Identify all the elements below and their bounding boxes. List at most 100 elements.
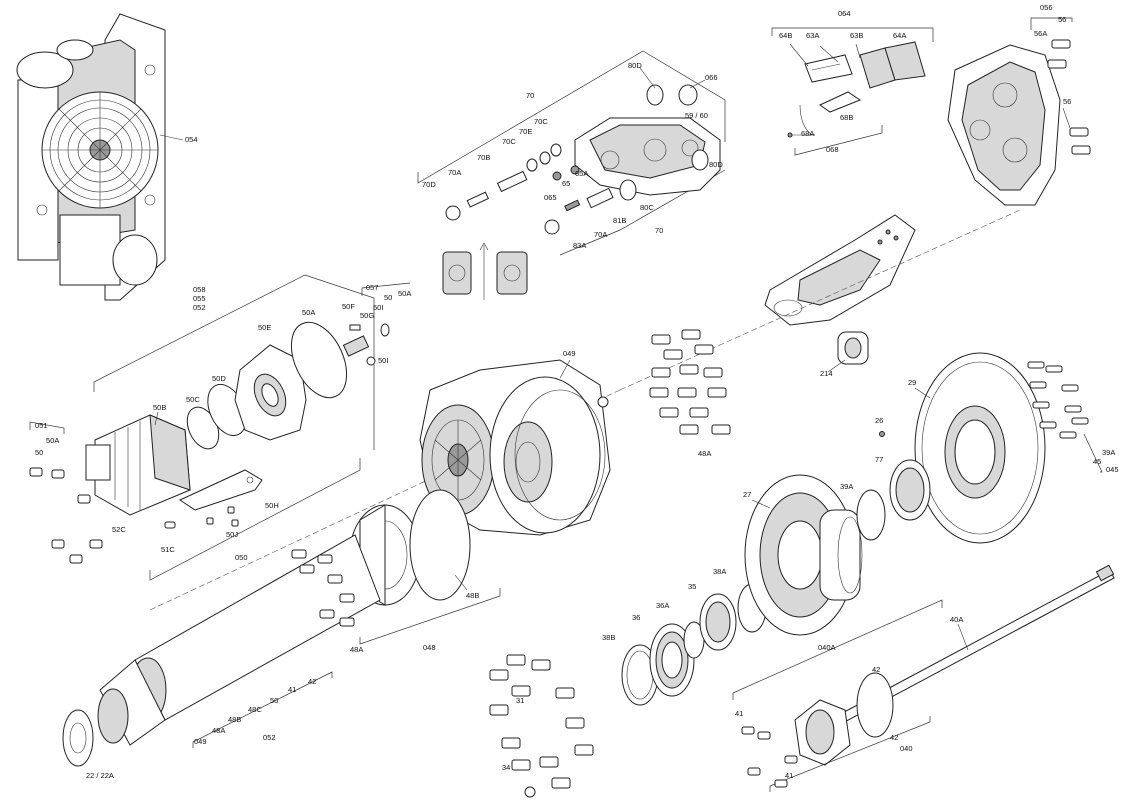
label-56: 56 [1058, 15, 1066, 24]
label-77: 77 [875, 455, 883, 464]
label-040a: 040A [818, 643, 836, 652]
label-35: 35 [688, 582, 696, 591]
label-50-c: 50 [270, 696, 278, 705]
label-63a: 63A [806, 31, 819, 40]
label-65a: 65A [575, 169, 588, 178]
label-054: 054 [185, 135, 198, 144]
label-50: 50 [384, 293, 392, 302]
label-214: 214 [820, 369, 833, 378]
label-39a-2: 39A [1102, 448, 1115, 457]
label-50a-3: 50A [46, 436, 59, 445]
label-29: 29 [908, 378, 916, 387]
brake-pad-set: 064 64B 63A 63B 64A 68A 68B 068 [771, 9, 934, 156]
label-050: 050 [235, 553, 248, 562]
label-50g: 50G [360, 311, 374, 320]
torque-arm-214: 214 [764, 214, 916, 378]
label-68b: 68B [840, 113, 853, 122]
label-31: 31 [516, 696, 524, 705]
label-50f: 50F [342, 302, 355, 311]
label-70e: 70E [519, 127, 532, 136]
label-80c: 80C [640, 203, 654, 212]
label-42: 42 [872, 665, 880, 674]
label-50i-2: 50I [378, 356, 388, 365]
label-26: 26 [875, 416, 883, 425]
label-41-b: 41 [785, 771, 793, 780]
label-058: 058 [193, 285, 206, 294]
label-048: 048 [423, 643, 436, 652]
label-80d: 80D [628, 61, 642, 70]
planetary-gearbox-049: 049 [149, 209, 1021, 611]
bearing-set: 38B 36 36A 35 38A [602, 567, 767, 706]
label-50-2: 50 [35, 448, 43, 457]
label-50a: 50A [398, 289, 411, 298]
label-56a: 56A [1034, 29, 1047, 38]
label-34: 34 [502, 763, 510, 772]
label-48a: 48A [698, 449, 711, 458]
label-049-b: 049 [194, 737, 207, 746]
label-36: 36 [632, 613, 640, 622]
label-27: 27 [743, 490, 751, 499]
label-83a: 83A [573, 241, 586, 250]
label-055: 055 [193, 294, 206, 303]
label-41-c: 41 [288, 685, 296, 694]
label-50c: 50C [186, 395, 200, 404]
label-040: 040 [900, 744, 913, 753]
label-057: 057 [366, 283, 379, 292]
label-51c: 51C [161, 545, 175, 554]
label-40a: 40A [950, 615, 963, 624]
label-052-b: 052 [263, 733, 276, 742]
label-48a-3: 48A [212, 726, 225, 735]
label-70b: 70B [477, 153, 490, 162]
label-066: 066 [705, 73, 718, 82]
label-50a-2: 50A [302, 308, 315, 317]
label-50b: 50B [153, 403, 166, 412]
label-70c-2: 70C [534, 117, 548, 126]
label-50e: 50E [258, 323, 271, 332]
label-81b: 81B [613, 216, 626, 225]
label-70c-1: 70C [502, 137, 516, 146]
radiator-fan-assembly: 054 [16, 13, 198, 301]
label-63b: 63B [850, 31, 863, 40]
label-80d-2: 80D [709, 160, 723, 169]
wheel-hub-27: 27 [743, 474, 863, 636]
disc-bolt-set-045: 39A 45 045 [1027, 361, 1119, 474]
label-48c: 48C [248, 705, 262, 714]
label-50d: 50D [212, 374, 226, 383]
label-051: 051 [35, 421, 48, 430]
label-36a: 36A [656, 601, 669, 610]
hub-bolt-cluster-48a: 48A [649, 329, 731, 458]
label-38b: 38B [602, 633, 615, 642]
label-50i: 50I [373, 303, 383, 312]
label-56-2: 56 [1063, 97, 1071, 106]
label-70: 70 [526, 91, 534, 100]
label-42-b: 42 [890, 733, 898, 742]
label-70-2: 70 [655, 226, 663, 235]
label-045: 045 [1106, 465, 1119, 474]
label-39a: 39A [840, 482, 853, 491]
drive-shaft-040: 40A 040A 42 42 040 41 41 [732, 564, 1115, 792]
label-48b: 48B [466, 591, 479, 600]
label-48b-2: 48B [228, 715, 241, 724]
motor-assembly-052: 058 055 052 50B 50C 50D 50E 50A 057 50 5… [29, 274, 411, 581]
label-48a-2: 48A [350, 645, 363, 654]
label-52c: 52C [112, 525, 126, 534]
brake-disc-29: 29 77 39A 26 [840, 352, 1046, 544]
label-049: 049 [563, 349, 576, 358]
caliper-exploded-group: 70 80D 066 59 / 60 80D 80C 70D 70A 70B 7… [417, 50, 726, 300]
axle-spindle-048: 22 / 22A 48B 48A 048 42 41 50 48C 48B 48… [62, 489, 501, 780]
label-70a: 70A [448, 168, 461, 177]
label-64b: 64B [779, 31, 792, 40]
wheel-stud-set: 31 34 [489, 654, 594, 798]
label-068: 068 [826, 145, 839, 154]
label-50j: 50J [226, 530, 238, 539]
label-64a: 64A [893, 31, 906, 40]
label-065: 065 [544, 193, 557, 202]
label-70d: 70D [422, 180, 436, 189]
label-42-c: 42 [308, 677, 316, 686]
label-68a: 68A [801, 129, 814, 138]
label-38a: 38A [713, 567, 726, 576]
brake-caliper-056: 056 56 56A 56 [947, 3, 1091, 206]
label-22: 22 / 22A [86, 771, 114, 780]
label-45: 45 [1093, 457, 1101, 466]
